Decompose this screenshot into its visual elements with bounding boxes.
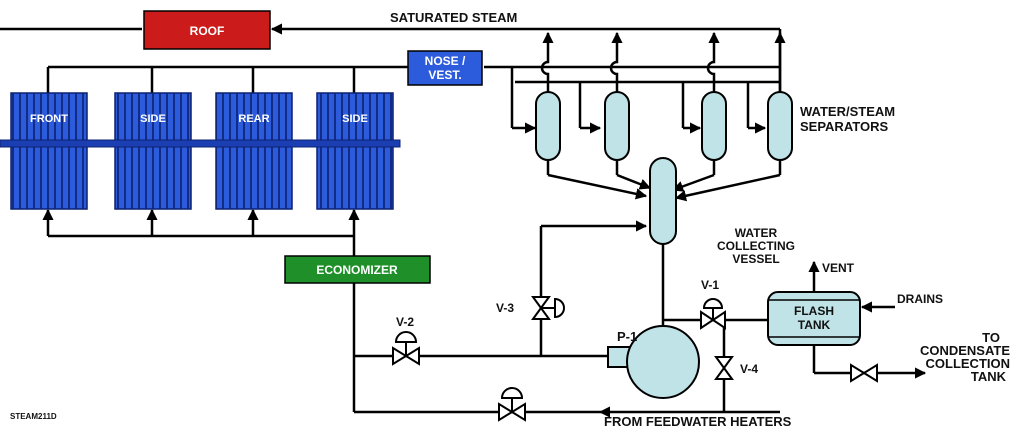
collecting-label-3: VESSEL <box>732 252 779 266</box>
collecting-label-1: WATER <box>735 226 778 240</box>
panel-side-left-label: SIDE <box>140 113 166 125</box>
panel-rear-label: REAR <box>238 113 269 125</box>
separator-3 <box>701 91 727 161</box>
pump-p1 <box>607 325 700 399</box>
flash-tank-label-2: TANK <box>798 318 831 332</box>
nose-vest-label-1: NOSE / <box>425 54 466 68</box>
to-label-4: TANK <box>971 369 1007 384</box>
panel-side-left: SIDE <box>114 92 192 210</box>
sep2-drain-arrow <box>616 173 652 190</box>
separator-1 <box>535 91 561 161</box>
nose-vest-label-2: VEST. <box>428 68 461 82</box>
valve-condensate <box>850 363 878 383</box>
to-label-1: TO <box>982 330 1000 345</box>
gate-valve-icon <box>554 297 565 319</box>
valve-feedwater <box>498 387 526 422</box>
water-steam-separators <box>535 91 793 161</box>
roof-label: ROOF <box>190 24 225 38</box>
separators-label-1: WATER/STEAM <box>800 104 895 119</box>
to-label-3: COLLECTION <box>926 356 1011 371</box>
separators-label-2: SEPARATORS <box>800 119 888 134</box>
to-label-2: CONDENSATE <box>920 343 1010 358</box>
panel-side-right-label: SIDE <box>342 113 368 125</box>
economizer-box: ECONOMIZER <box>284 255 431 284</box>
roof-box: ROOF <box>143 10 271 50</box>
flash-tank: FLASH TANK <box>767 291 861 346</box>
feedwater-label: FROM FEEDWATER HEATERS <box>604 414 792 429</box>
p1-label: P-1 <box>617 329 637 344</box>
v3-label: V-3 <box>496 301 514 315</box>
valve-v4 <box>714 356 734 380</box>
sep2-steam-outlet <box>609 31 623 92</box>
v1-label: V-1 <box>701 278 719 292</box>
separator-2 <box>604 91 630 161</box>
nose-vest-box: NOSE / VEST. <box>407 50 483 86</box>
sep1-drain-arrow <box>547 173 648 200</box>
piping <box>0 23 927 418</box>
separator-4 <box>767 91 793 161</box>
drains-label: DRAINS <box>897 292 943 306</box>
v2-label: V-2 <box>396 315 414 329</box>
v4-label: V-4 <box>740 362 758 376</box>
panel-rear: REAR <box>215 92 293 210</box>
valve-v1 <box>700 298 726 330</box>
panel-front: FRONT <box>10 92 88 210</box>
valve-v2 <box>392 331 420 366</box>
economizer-label: ECONOMIZER <box>316 263 398 277</box>
saturated-steam-label: SATURATED STEAM <box>390 10 517 25</box>
panel-crossbar <box>0 139 401 148</box>
flash-tank-label-1: FLASH <box>794 304 834 318</box>
vent-label: VENT <box>822 261 855 275</box>
sep4-drain-arrow <box>674 173 781 202</box>
panel-front-label: FRONT <box>30 113 68 125</box>
diagram-id: STEAM211D <box>10 412 57 421</box>
collecting-label-2: COLLECTING <box>717 239 795 253</box>
sep1-steam-outlet <box>540 31 554 92</box>
water-collecting-vessel <box>649 157 677 245</box>
sep3-drain-arrow <box>671 173 715 192</box>
valve-v3 <box>531 296 565 320</box>
sep3-steam-outlet <box>706 31 720 92</box>
panel-side-right: SIDE <box>316 92 394 210</box>
globe-valve-icon <box>394 331 418 343</box>
